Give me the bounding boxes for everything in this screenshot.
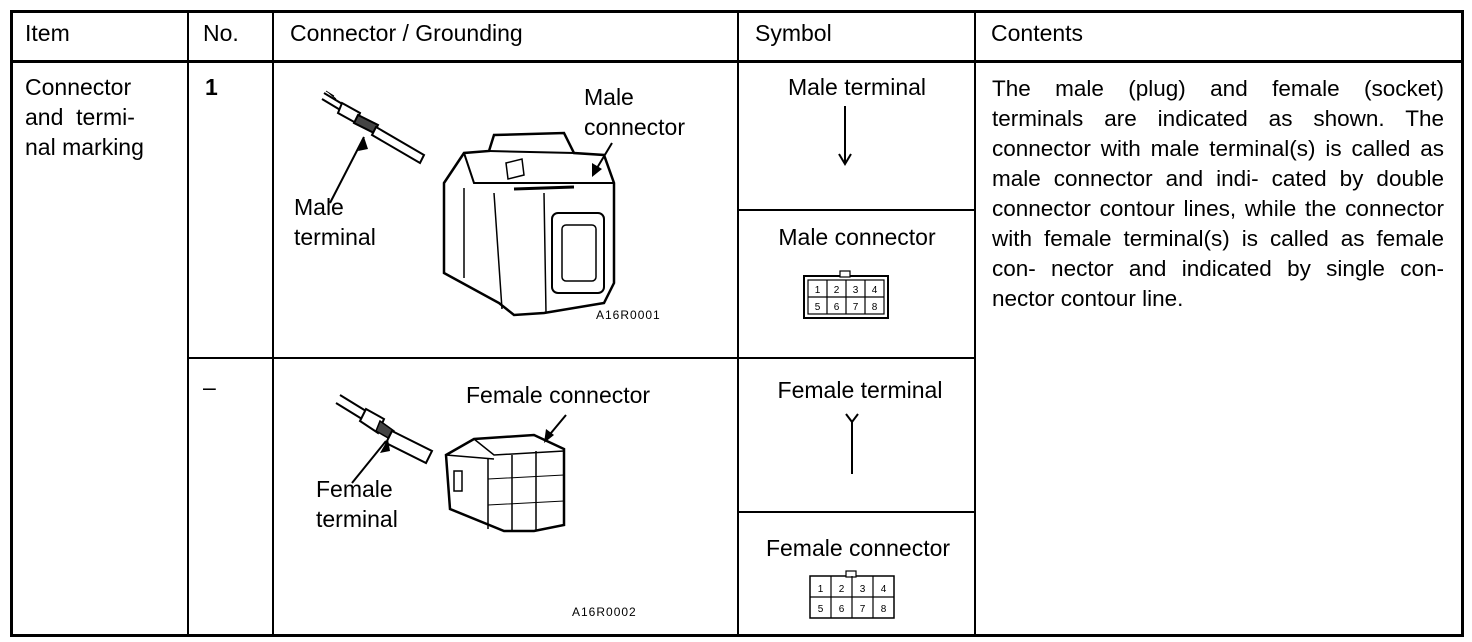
col-divider-item xyxy=(187,10,189,637)
female-pin-4: 4 xyxy=(881,584,887,595)
male-pin-4: 4 xyxy=(872,285,878,296)
male-pin-7: 7 xyxy=(853,302,859,313)
male-connector-illustration xyxy=(321,90,616,317)
row-divider-male-female xyxy=(187,357,976,359)
female-connector-symbol: 1 2 3 4 5 6 7 8 xyxy=(809,570,895,619)
header-connector-grounding: Connector / Grounding xyxy=(290,20,523,46)
item-line-3: nal marking xyxy=(25,134,144,160)
female-terminal-symbol xyxy=(845,413,859,474)
female-terminal-label-1: Female xyxy=(316,476,393,502)
symbol-divider-female xyxy=(737,511,976,513)
female-connector-illustration xyxy=(335,394,567,533)
female-pin-7: 7 xyxy=(860,604,866,615)
header-symbol: Symbol xyxy=(755,20,832,46)
symbol-divider-male xyxy=(737,209,976,211)
male-pin-3: 3 xyxy=(853,285,859,296)
female-pin-8: 8 xyxy=(881,604,887,615)
col-divider-connector xyxy=(737,10,739,637)
col-divider-no xyxy=(272,10,274,637)
male-pin-8: 8 xyxy=(872,302,878,313)
male-terminal-symbol xyxy=(838,106,852,166)
female-row-number: – xyxy=(203,374,216,400)
male-terminal-label-2: terminal xyxy=(294,224,376,250)
female-terminal-label-2: terminal xyxy=(316,506,398,532)
col-divider-symbol xyxy=(974,10,976,637)
male-figure-code: A16R0001 xyxy=(596,308,661,322)
table-border-left xyxy=(10,10,13,637)
female-pin-3: 3 xyxy=(860,584,866,595)
male-pin-1: 1 xyxy=(815,285,821,296)
male-pin-6: 6 xyxy=(834,302,840,313)
male-connector-symbol: 1 2 3 4 5 6 7 8 xyxy=(803,270,889,319)
male-pin-2: 2 xyxy=(834,285,840,296)
male-row-number: 1 xyxy=(205,74,218,100)
male-connector-label-2: connector xyxy=(584,114,686,140)
male-connector-label-1: Male xyxy=(584,84,634,110)
table-border-right xyxy=(1461,10,1464,637)
contents-description: The male (plug) and female (socket) term… xyxy=(992,74,1444,314)
contents-text: The male (plug) and female (socket) term… xyxy=(992,76,1444,311)
header-contents: Contents xyxy=(991,20,1084,46)
item-line-2: and termi- xyxy=(25,104,135,130)
female-connector-label: Female connector xyxy=(466,382,651,408)
symbol-male-connector-label: Male connector xyxy=(778,224,936,250)
male-pin-5: 5 xyxy=(815,302,821,313)
female-pin-5: 5 xyxy=(818,604,824,615)
symbol-female-connector-label: Female connector xyxy=(765,535,951,561)
female-pin-6: 6 xyxy=(839,604,845,615)
female-figure-code: A16R0002 xyxy=(572,605,637,619)
symbol-female-terminal-label: Female terminal xyxy=(777,377,943,403)
header-item: Item xyxy=(25,20,70,46)
header-no: No. xyxy=(203,20,239,46)
male-terminal-label-1: Male xyxy=(294,194,344,220)
item-line-1: Connector xyxy=(25,74,132,100)
female-pin-1: 1 xyxy=(818,584,824,595)
symbol-male-terminal-label: Male terminal xyxy=(787,74,927,100)
female-pin-2: 2 xyxy=(839,584,845,595)
